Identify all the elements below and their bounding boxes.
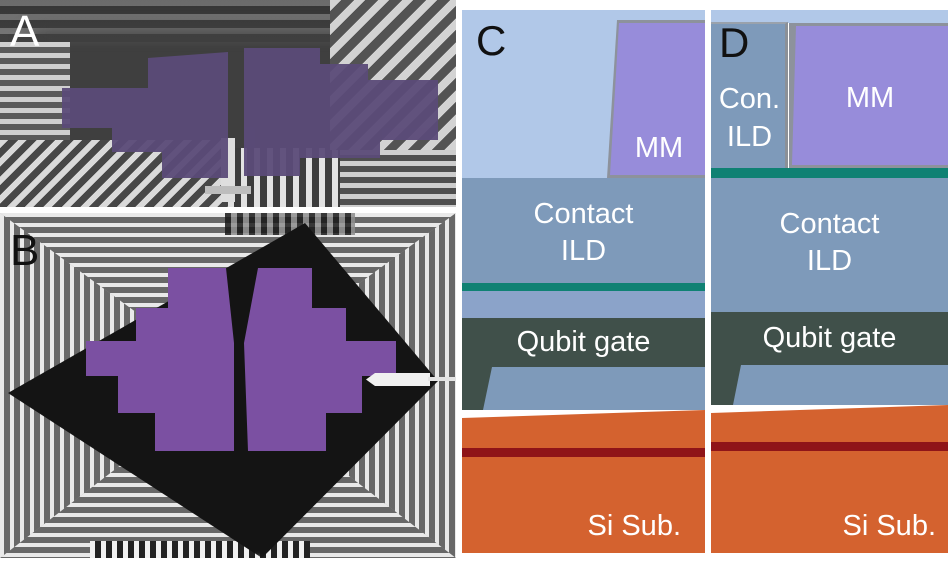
- contact-ild-label: Contact ILD: [462, 196, 705, 270]
- sem-wiring-traces: [340, 150, 456, 207]
- sem-wiring-traces: [0, 42, 70, 146]
- contact-ild-layer: [711, 178, 948, 312]
- gate-stack-region: [462, 367, 705, 410]
- contact-ild-column: [711, 22, 788, 168]
- mm-layer: [792, 26, 948, 165]
- sem-center-pillar: [205, 186, 251, 194]
- sem-wiring-traces: [225, 213, 355, 235]
- con-ild-label: Con. ILD: [711, 80, 788, 156]
- upper-ild-strip: [711, 10, 948, 23]
- si-sub-label: Si Sub.: [587, 510, 682, 542]
- sem-probe-line: [428, 377, 456, 381]
- buried-layer-line: [711, 442, 948, 451]
- panel-label-a: A: [10, 7, 40, 56]
- contact-ild-label-line1: Contact: [779, 208, 880, 240]
- mm-label: MM: [845, 82, 895, 114]
- gate-ild-band: [462, 291, 705, 318]
- mm-label: MM: [634, 132, 684, 164]
- si-substrate-layer: [711, 405, 948, 553]
- etch-stop-layer: [711, 168, 948, 178]
- panel-label-b: B: [10, 226, 40, 275]
- contact-ild-label-line1: Contact: [533, 198, 634, 230]
- contact-ild-label: Contact ILD: [711, 206, 948, 280]
- sem-probe-tip: [366, 373, 430, 386]
- sem-wiring-traces: [90, 541, 310, 558]
- gate-stack-region: [711, 365, 948, 405]
- gate-oxide-region: [483, 367, 705, 410]
- con-ild-label-line2: ILD: [726, 121, 773, 153]
- si-substrate-layer: [462, 410, 705, 553]
- qubit-gate-label: Qubit gate: [762, 322, 897, 354]
- contact-ild-label-line2: ILD: [560, 235, 607, 267]
- buried-layer-line: [462, 448, 705, 457]
- panel-a-sem-image: A: [0, 0, 456, 207]
- panel-d-schematic: MM Con. ILD Contact ILD Qubit gate Si Su…: [711, 10, 948, 553]
- qubit-gate-label: Qubit gate: [516, 326, 651, 358]
- mm-layer: [610, 23, 705, 175]
- panel-c-schematic: MM Contact ILD Qubit gate Si Sub. C: [462, 10, 705, 553]
- contact-ild-label-line2: ILD: [806, 245, 853, 277]
- con-ild-label-line1: Con.: [718, 83, 781, 115]
- si-sub-label: Si Sub.: [842, 510, 937, 542]
- panel-label-d: D: [719, 19, 750, 66]
- panel-label-c: C: [476, 17, 507, 64]
- qubit-gate-layer: Qubit gate: [462, 318, 705, 367]
- contact-ild-layer: [462, 178, 705, 283]
- etch-stop-layer: [462, 283, 705, 291]
- gate-oxide-region: [733, 365, 948, 405]
- panel-b-sem-image: B: [0, 213, 456, 558]
- qubit-gate-layer: Qubit gate: [711, 312, 948, 365]
